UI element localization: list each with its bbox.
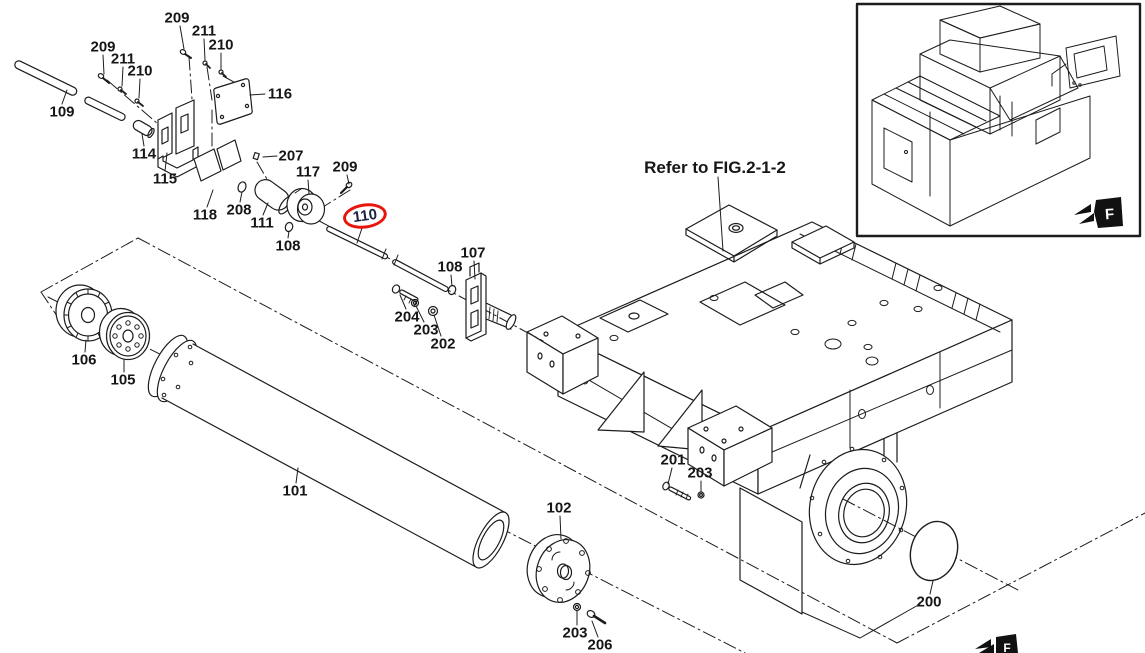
shaft-assembly — [326, 225, 517, 342]
brand-arrow-icon: F — [1074, 197, 1123, 228]
base-foot-center — [687, 405, 773, 487]
inset-machine-thumbnail — [871, 5, 1121, 227]
inset-border — [855, 2, 1142, 238]
bolt-201 — [662, 481, 692, 501]
base-foot-left — [526, 315, 599, 395]
washer-203-a — [410, 298, 420, 308]
pin-114 — [132, 119, 155, 139]
guide-bar-assembly — [14, 49, 353, 233]
roller-assembly — [55, 284, 607, 625]
shaft-110-b — [392, 259, 449, 293]
screws-209-211-210-b — [179, 49, 227, 78]
roller-101 — [147, 334, 510, 569]
ring-208 — [237, 181, 247, 193]
washer-203-b — [572, 602, 582, 612]
plate-116 — [213, 78, 253, 125]
nut-202 — [427, 305, 439, 317]
rod-109-sleeve — [84, 96, 126, 121]
leader-lines — [61, 25, 934, 638]
machine-base-drawing — [526, 204, 1013, 639]
pin-207 — [252, 151, 260, 161]
machine-overview-inset: F — [855, 2, 1142, 238]
screw-209-c — [339, 181, 353, 195]
screws-209-211-210-a — [97, 73, 144, 107]
svg-text:F: F — [1003, 641, 1010, 653]
screw-204 — [391, 284, 419, 307]
flange-102 — [526, 534, 591, 603]
screw-206 — [586, 609, 607, 625]
refer-note: Refer to FIG.2-1-2 — [644, 158, 786, 177]
ring-108-b — [447, 284, 457, 296]
plate-118 — [193, 139, 242, 182]
coupling-117 — [286, 187, 326, 225]
rod-109 — [14, 60, 78, 96]
ring-108-a — [284, 221, 294, 233]
gasket-200 — [909, 520, 959, 582]
fig-reference-plate — [685, 204, 778, 263]
gearbox-housing — [739, 432, 921, 639]
brand-arrow-icon-corner: F — [975, 634, 1018, 653]
bracket-115 — [157, 99, 199, 178]
washer-203-c — [697, 491, 705, 499]
bracket-107 — [465, 262, 517, 342]
svg-text:F: F — [1105, 206, 1115, 224]
flange-disc-105 — [98, 307, 151, 361]
